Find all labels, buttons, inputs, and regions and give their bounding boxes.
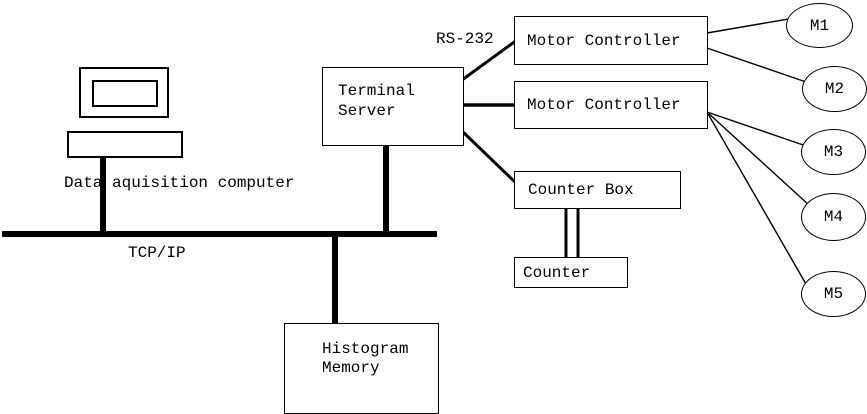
node-terminal-server: Terminal Server bbox=[322, 67, 464, 146]
computer-keyboard-icon bbox=[67, 131, 183, 158]
node-counter: Counter bbox=[514, 257, 628, 288]
motor-m5-label: M5 bbox=[823, 285, 844, 303]
terminal-server-label-line1: Terminal bbox=[338, 82, 415, 100]
node-histogram-memory: Histogram Memory bbox=[284, 323, 439, 414]
counter-box-label: Counter Box bbox=[528, 181, 634, 199]
node-motor-controller-2: Motor Controller bbox=[514, 81, 708, 129]
motor-m4-label: M4 bbox=[823, 208, 844, 226]
controller2-to-m4-line bbox=[706, 111, 811, 207]
node-counter-box: Counter Box bbox=[514, 171, 681, 209]
controller1-to-m1-line bbox=[706, 16, 801, 34]
motor-m1-label: M1 bbox=[809, 16, 830, 35]
node-motor-m1: M1 bbox=[786, 3, 853, 48]
motor-controller-1-label: Motor Controller bbox=[527, 31, 681, 50]
controller2-to-m3-line bbox=[706, 111, 813, 149]
node-motor-m5: M5 bbox=[801, 271, 866, 317]
node-motor-m2: M2 bbox=[802, 66, 867, 112]
histogram-memory-label-line1: Histogram bbox=[322, 340, 409, 358]
tcpip-label: TCP/IP bbox=[128, 244, 186, 262]
controller2-to-m5-line bbox=[706, 111, 811, 292]
motor-m2-label: M2 bbox=[824, 80, 845, 98]
data-acquisition-label: Data aquisition computer bbox=[64, 174, 295, 192]
rs232-label: RS-232 bbox=[436, 30, 494, 48]
node-motor-m3: M3 bbox=[801, 129, 866, 175]
histogram-memory-label-line2: Memory bbox=[322, 359, 380, 377]
node-motor-m4: M4 bbox=[801, 193, 866, 241]
controller1-to-m2-line bbox=[706, 47, 813, 85]
monitor-screen-icon bbox=[92, 80, 158, 107]
counter-label: Counter bbox=[523, 263, 591, 282]
terminal-to-motor-controller-1-line bbox=[461, 38, 518, 82]
terminal-to-counter-box-line bbox=[460, 129, 519, 186]
terminal-server-label-line2: Server bbox=[338, 102, 396, 120]
motor-m3-label: M3 bbox=[823, 143, 844, 161]
motor-controller-2-label: Motor Controller bbox=[527, 96, 681, 114]
computer-monitor-icon bbox=[79, 67, 169, 118]
node-motor-controller-1: Motor Controller bbox=[514, 16, 708, 65]
